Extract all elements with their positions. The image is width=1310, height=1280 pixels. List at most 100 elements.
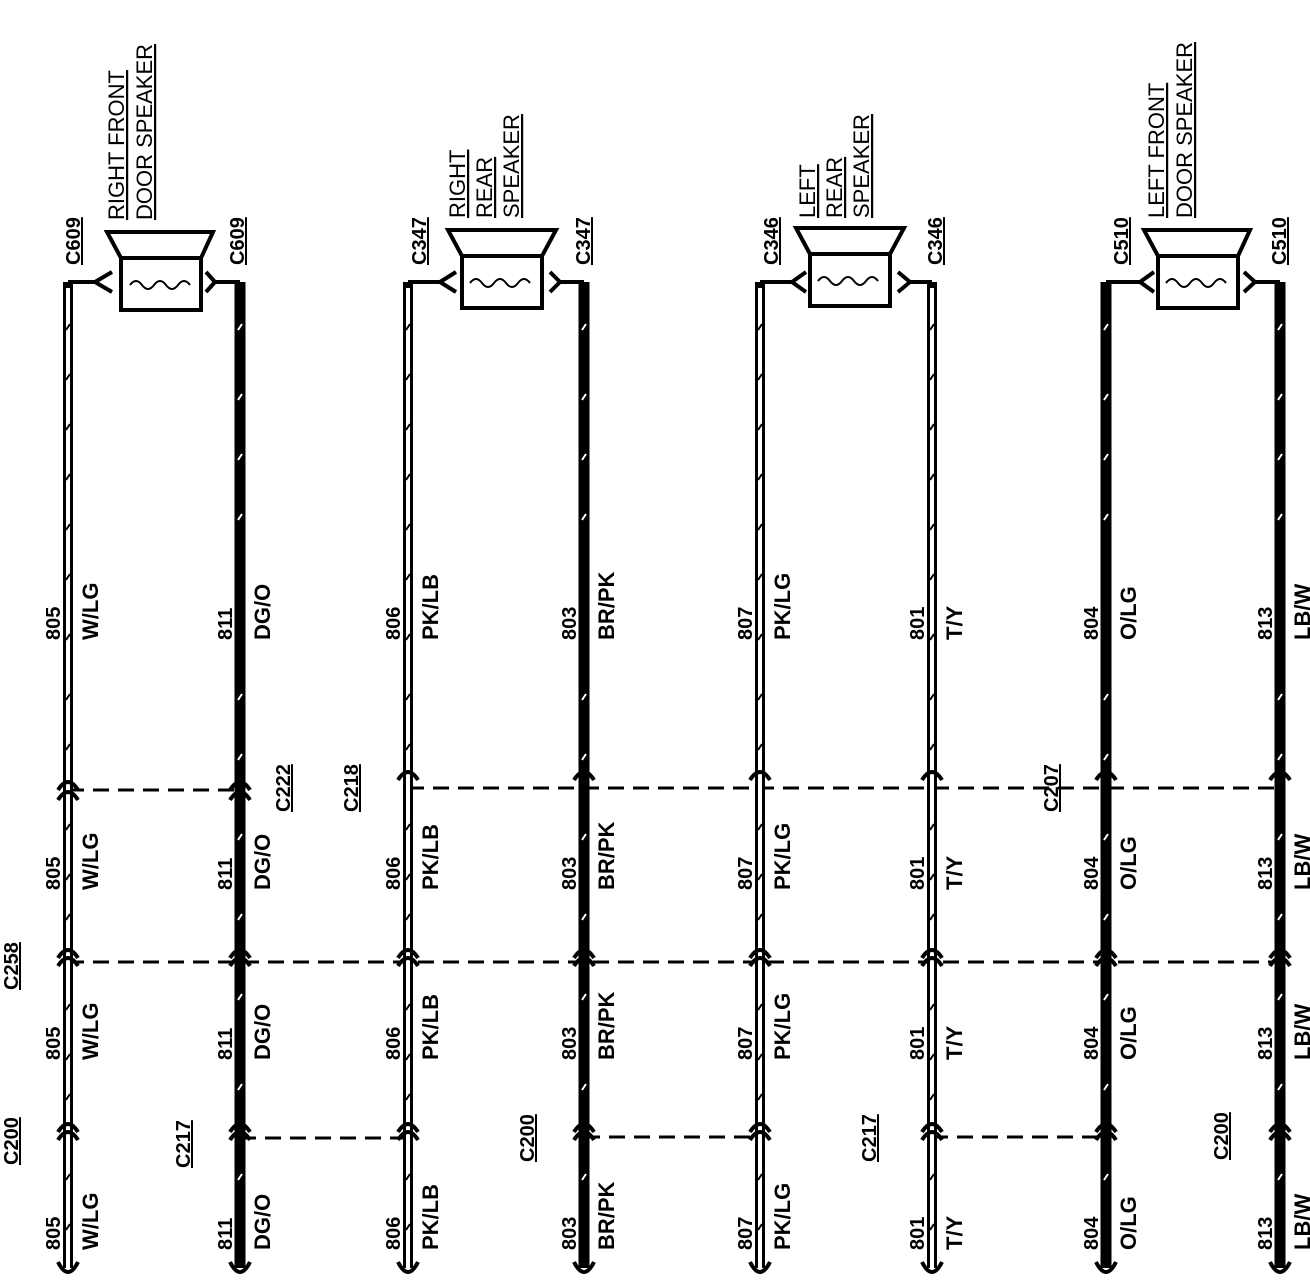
wire-circuit-label: 811: [215, 608, 237, 640]
wire-circuit-label: 806: [383, 607, 405, 640]
wire-circuit-label: 807: [735, 1027, 757, 1060]
speaker-title-right-rear: RIGHT REAR SPEAKER: [445, 114, 524, 218]
wire-811: [215, 280, 246, 1268]
connector-label: C346: [761, 217, 783, 265]
connector-label: C510: [1111, 217, 1133, 265]
wire-circuit-label: 813: [1255, 607, 1277, 640]
wire-805: [63, 280, 95, 1268]
wire-color-label: T/Y: [942, 1025, 967, 1060]
wire-color-label: BR/PK: [594, 821, 619, 890]
wire-color-label: O/LG: [1116, 1196, 1141, 1250]
wire-circuit-label: 803: [559, 1027, 581, 1060]
wire-circuit-label: 804: [1081, 1026, 1103, 1060]
wires: [63, 280, 1286, 1268]
wire-connector-marks: [56, 770, 1292, 1274]
wire-circuit-label: 813: [1255, 857, 1277, 890]
wire-circuit-label: 813: [1255, 1027, 1277, 1060]
connector-dash-lines: [68, 786, 1280, 1140]
connector-label: C609: [63, 217, 85, 265]
wire-circuit-label: 801: [907, 607, 929, 640]
wire-color-label: BR/PK: [594, 571, 619, 640]
wire-circuit-label: 803: [559, 857, 581, 890]
connector-label: C609: [227, 217, 249, 265]
wire-806: [403, 280, 440, 1268]
wire-color-label: PK/LG: [770, 1183, 795, 1250]
connector-c207: C207: [1041, 764, 1063, 812]
wire-circuit-label: 805: [43, 857, 65, 890]
wire-circuit-label: 805: [43, 607, 65, 640]
wire-circuit-label: 813: [1255, 1217, 1277, 1250]
wire-circuit-label: 801: [907, 1027, 929, 1060]
wire-circuit-label: 804: [1081, 606, 1103, 640]
wire-color-label: T/Y: [942, 1215, 967, 1250]
wire-circuit-label: 811: [215, 1028, 237, 1060]
connector-label: C510: [1269, 217, 1291, 265]
speaker-left-front: [1138, 228, 1257, 310]
connector-c217: C217: [859, 1114, 881, 1162]
wire-803: [560, 280, 590, 1268]
connector-label: C347: [573, 217, 595, 265]
speaker-title-line: REAR: [822, 157, 847, 218]
wire-color-label: DG/O: [250, 1004, 275, 1060]
speaker-title-line: SPEAKER: [499, 114, 524, 218]
wire-color-label: LB/W: [1290, 834, 1310, 890]
wire-color-label: DG/O: [250, 584, 275, 640]
speaker-connector-labels: C609 C609 C347 C347 C346 C346 C510 C510: [63, 217, 1291, 265]
speaker-title-right-front: RIGHT FRONT DOOR SPEAKER: [104, 44, 157, 220]
speaker-left-rear: [790, 226, 912, 308]
wire-color-label: LB/W: [1290, 1194, 1310, 1250]
speaker-title-left-rear: LEFT REAR SPEAKER: [795, 114, 874, 218]
wire-color-label: W/LG: [78, 1003, 103, 1060]
speaker-title-left-front: LEFT FRONT DOOR SPEAKER: [1144, 42, 1197, 218]
wire-813: [1255, 280, 1286, 1268]
speaker-title-line: LEFT: [795, 164, 820, 218]
wire-circuit-label: 811: [215, 858, 237, 890]
wire-color-label: BR/PK: [594, 991, 619, 1060]
speaker-title-line: RIGHT: [445, 150, 470, 218]
speaker-title-line: REAR: [472, 157, 497, 218]
wire-circuit-label: 805: [43, 1027, 65, 1060]
wire-circuit-label: 806: [383, 1027, 405, 1060]
wire-circuit-label: 801: [907, 857, 929, 890]
wire-color-label: PK/LG: [770, 573, 795, 640]
wire-color-label: PK/LG: [770, 993, 795, 1060]
wire-circuit-label: 806: [383, 857, 405, 890]
stripe-ticks-dark: [237, 323, 1283, 1181]
wire-801: [910, 280, 937, 1268]
wire-circuit-label: 803: [559, 607, 581, 640]
wire-color-label: DG/O: [250, 834, 275, 890]
wire-color-label: O/LG: [1116, 586, 1141, 640]
connector-c200: C200: [517, 1114, 539, 1162]
wire-circuit-label: 807: [735, 607, 757, 640]
connector-c222: C222: [273, 764, 295, 812]
wire-color-label: PK/LG: [770, 823, 795, 890]
wire-804: [1100, 280, 1140, 1268]
wire-color-label: PK/LB: [418, 994, 443, 1060]
wire-color-label: PK/LB: [418, 574, 443, 640]
wire-circuit-label: 807: [735, 1217, 757, 1250]
wire-circuit-label: 801: [907, 1217, 929, 1250]
wire-807: [755, 280, 792, 1268]
wire-color-label: T/Y: [942, 855, 967, 890]
connector-label: C347: [409, 217, 431, 265]
connector-c217: C217: [173, 1120, 195, 1168]
wire-color-label: LB/W: [1290, 584, 1310, 640]
wire-color-label: W/LG: [78, 1193, 103, 1250]
wire-color-label: O/LG: [1116, 1006, 1141, 1060]
connector-c218: C218: [341, 764, 363, 812]
wire-circuit-label: 807: [735, 857, 757, 890]
speaker-title-line: SPEAKER: [849, 114, 874, 218]
wire-color-label: O/LG: [1116, 836, 1141, 890]
speaker-right-rear: [438, 228, 562, 310]
wire-color-label: LB/W: [1290, 1004, 1310, 1060]
wire-color-label: T/Y: [942, 605, 967, 640]
inline-connector-labels: C222 C218 C207 C258 C200 C217 C200 C217 …: [1, 764, 1233, 1168]
wire-color-label: PK/LB: [418, 824, 443, 890]
wire-color-label: W/LG: [78, 583, 103, 640]
speaker-title-line: LEFT FRONT: [1144, 83, 1169, 218]
connector-c200: C200: [1211, 1112, 1233, 1160]
wire-color-label: PK/LB: [418, 1184, 443, 1250]
wire-color-label: DG/O: [250, 1194, 275, 1250]
